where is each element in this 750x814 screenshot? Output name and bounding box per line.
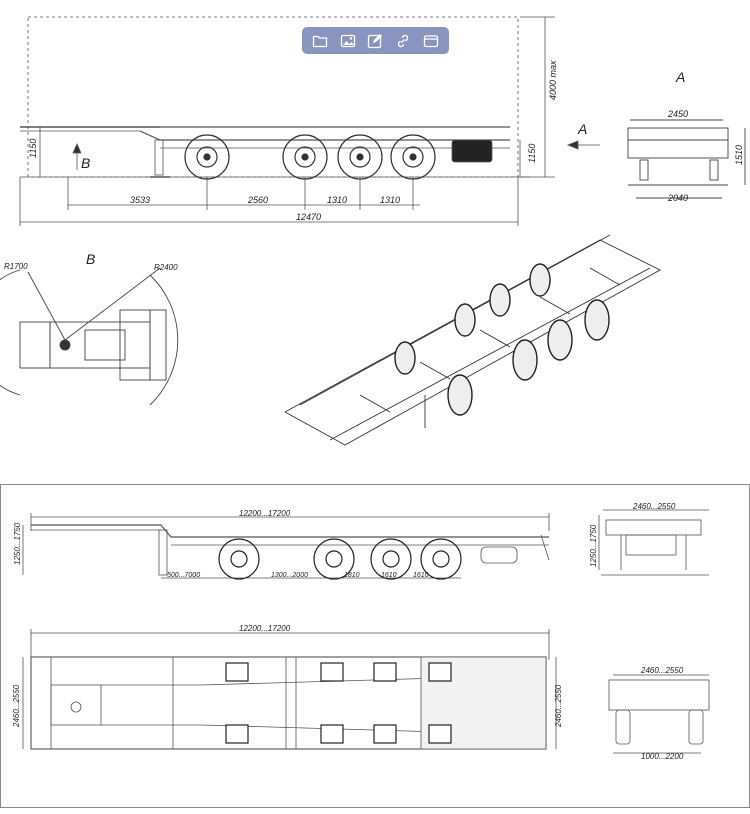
dim-3533: 3533: [130, 195, 150, 205]
dim-1150-left: 1150: [28, 139, 38, 158]
wheels-side: [184, 134, 436, 180]
front-width-top: 2450: [667, 109, 688, 119]
image-toolbar: [302, 27, 449, 54]
bottom-front-height: 1250...1750: [589, 524, 598, 567]
view-b-marker: B: [81, 155, 90, 171]
toolbox: [451, 139, 493, 163]
bottom-dim-b: 1300...2000: [271, 572, 308, 579]
wheels-bottom-side: [218, 538, 462, 580]
link-icon[interactable]: [392, 30, 414, 52]
bottom-dim-c: 1810: [344, 572, 360, 579]
dim-1310-b: 1310: [380, 195, 400, 205]
image-icon[interactable]: [337, 30, 359, 52]
detail-title: B: [86, 251, 95, 267]
rear-width-bottom: 1000...2200: [641, 752, 684, 761]
rear-width-top: 2460...2550: [640, 666, 684, 675]
bottom-side-height: 1250...1750: [13, 522, 22, 565]
plan-width-left: 2460...2550: [12, 684, 21, 728]
folder-icon[interactable]: [309, 30, 331, 52]
top-drawing: 4000 max 1150 1150 B A 3533 2560 1310 13…: [0, 16, 746, 446]
detail-b: [0, 267, 179, 406]
front-width-bottom: 2040: [667, 193, 688, 203]
landing-gear: [154, 139, 164, 176]
detail-r2: R2400: [154, 263, 178, 272]
dim-2560: 2560: [247, 195, 268, 205]
dim-total: 12470: [296, 212, 321, 222]
axles-plan: [225, 662, 452, 744]
detail-r1: R1700: [4, 262, 28, 271]
bottom-drawing: 12200...17200 1250...1750 500...7000 130…: [12, 502, 710, 761]
isometric-chassis: [284, 234, 661, 446]
bottom-dim-d: 1610: [381, 572, 397, 579]
bottom-dim-a: 500...7000: [167, 572, 200, 579]
front-view-title: A: [675, 69, 685, 85]
front-height: 1510: [734, 145, 744, 165]
plan-length: 12200...17200: [239, 624, 291, 633]
bottom-dim-e: 1610: [413, 572, 429, 579]
plan-width-right: 2460...2550: [554, 684, 563, 728]
isometric-wheels: [394, 263, 610, 416]
edit-icon[interactable]: [364, 30, 386, 52]
window-icon[interactable]: [420, 30, 442, 52]
view-a-marker: A: [577, 121, 587, 137]
front-view-a: [627, 119, 746, 199]
bottom-front-width: 2460...2550: [632, 502, 676, 511]
top-drawing-panel: 4000 max 1150 1150 B A 3533 2560 1310 13…: [0, 16, 746, 446]
dim-height-label: 4000 max: [548, 60, 558, 100]
dim-1310-a: 1310: [327, 195, 347, 205]
bottom-side-length: 12200...17200: [239, 509, 291, 518]
bottom-drawing-panel: 12200...17200 1250...1750 500...7000 130…: [0, 484, 750, 808]
dim-1150-right: 1150: [527, 144, 537, 163]
